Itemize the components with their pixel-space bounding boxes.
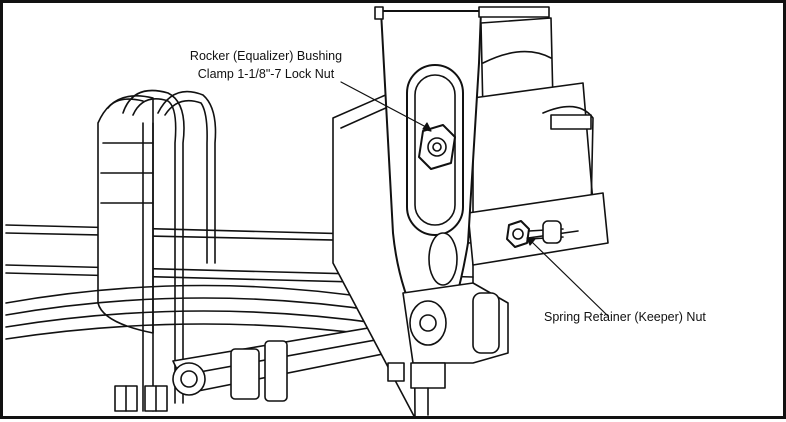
- spring-retainer-nut: [506, 220, 564, 248]
- spring-seat-bracket: [467, 17, 609, 266]
- suspension-drawing: [5, 6, 609, 419]
- callout-rocker-bushing-nut: Rocker (Equalizer) Bushing Clamp 1-1/8"-…: [171, 47, 361, 83]
- torque-arm: [172, 322, 414, 402]
- callout-spring-retainer-text: Spring Retainer (Keeper) Nut: [544, 310, 706, 324]
- callout-spring-retainer-nut: Spring Retainer (Keeper) Nut: [544, 308, 706, 326]
- callout-rocker-line2: Clamp 1-1/8"-7 Lock Nut: [197, 67, 335, 81]
- lower-shackle: [387, 282, 509, 416]
- callout-leaders: [340, 81, 609, 317]
- callout-rocker-line1: Rocker (Equalizer) Bushing: [189, 49, 343, 63]
- rocker-equalizer: [374, 6, 550, 334]
- u-bolts: [122, 89, 217, 412]
- bottom-nuts: [114, 385, 168, 412]
- leaf-spring-pack: [5, 94, 404, 340]
